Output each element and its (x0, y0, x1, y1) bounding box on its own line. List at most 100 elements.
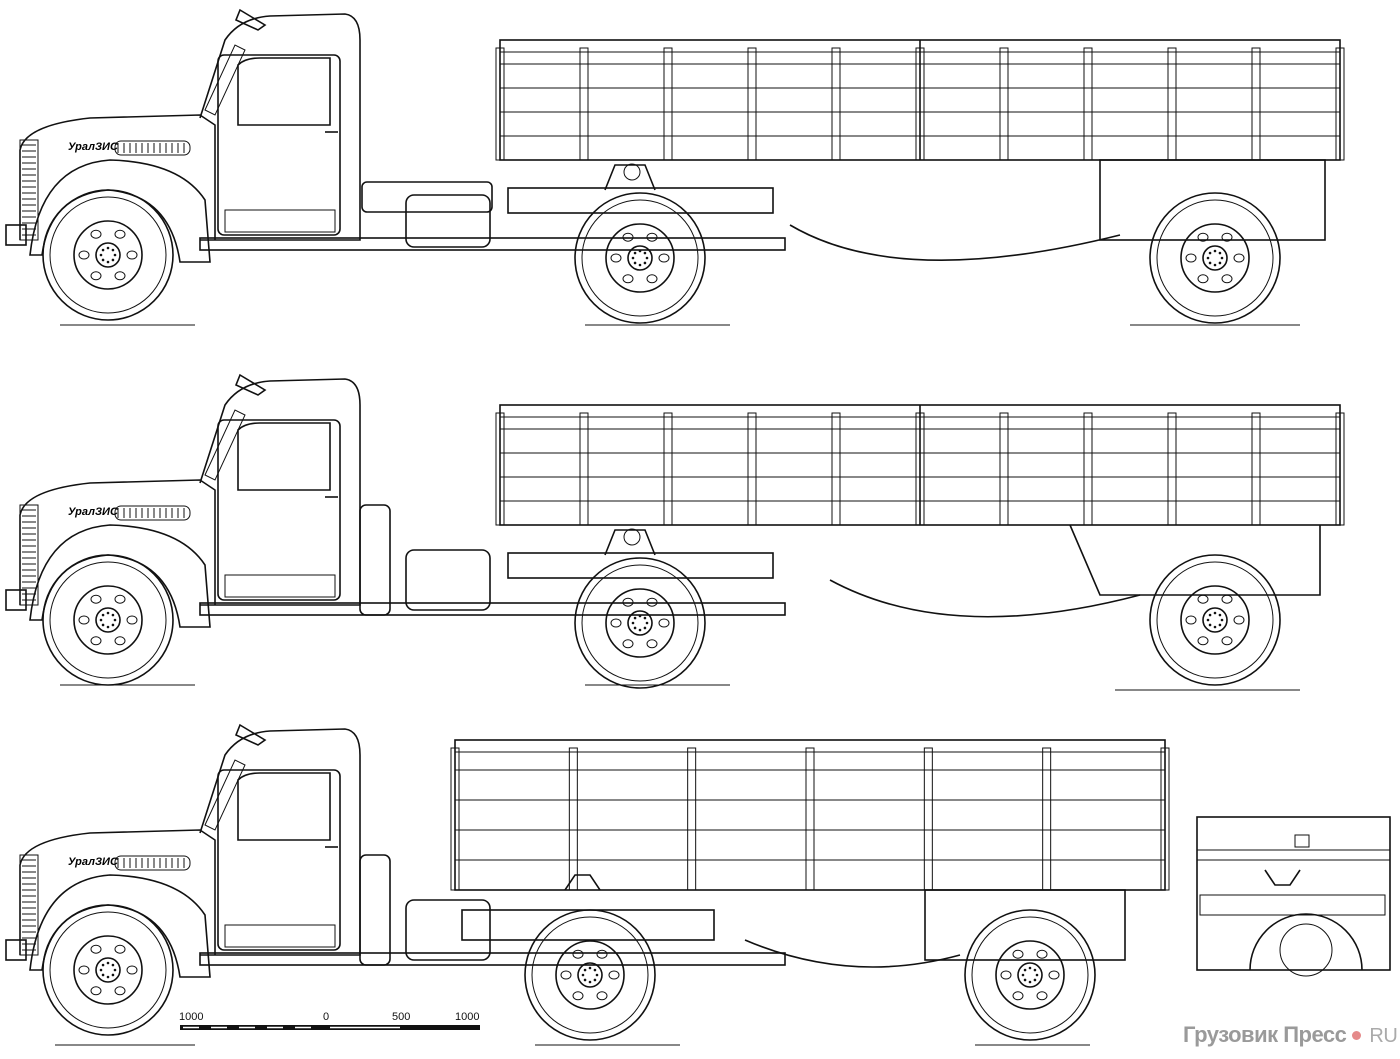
lug-nut (1208, 613, 1212, 617)
tire (42, 554, 174, 686)
front-fender (29, 524, 211, 628)
lug-nut (1220, 618, 1224, 622)
tire (1149, 192, 1281, 324)
lug-nut (106, 611, 110, 615)
rear-frame (507, 187, 774, 214)
lug-nut (633, 626, 637, 630)
lug-nut (638, 628, 642, 632)
stake-bracket (568, 747, 578, 891)
lug-nut (1206, 618, 1210, 622)
cab-mirror (234, 373, 267, 396)
rim-hole (126, 615, 138, 625)
stake-bracket (1083, 47, 1093, 161)
lug-nut (111, 973, 115, 977)
lug-nut (113, 253, 117, 257)
cab-mirror (234, 8, 267, 31)
lug-nut (643, 261, 647, 265)
chassis-frame (199, 237, 786, 251)
lug-nut (113, 968, 117, 972)
lug-nut (638, 614, 642, 618)
rim-hole (1036, 949, 1048, 959)
scale-label-1000-right: 1000 (455, 1011, 480, 1023)
inset-rim (1279, 923, 1333, 977)
stake-bracket (999, 412, 1009, 526)
tractor-trailer-view-2: УралЗИС (5, 373, 1345, 691)
watermark-dot (1352, 1031, 1362, 1040)
tire-inner (49, 196, 167, 314)
chassis-frame (199, 952, 786, 966)
stake-bracket (1335, 47, 1345, 161)
rim-hole (1185, 615, 1197, 625)
fuel-tank (405, 549, 491, 611)
lug-nut (1206, 256, 1210, 260)
stake-bracket (663, 412, 673, 526)
gas-generator (359, 504, 391, 616)
front-fender (29, 874, 211, 978)
lug-nut (1218, 623, 1222, 627)
lug-nut (645, 256, 649, 260)
door (217, 54, 341, 236)
scale-bar (180, 1025, 480, 1030)
hub (95, 242, 121, 268)
lug-nut (1023, 978, 1027, 982)
logo-text: УралЗИС (68, 141, 119, 153)
rim (555, 940, 625, 1010)
gas-generator (359, 854, 391, 966)
rim-hole (90, 271, 102, 281)
lug-nut (111, 613, 115, 617)
stake-bracket (495, 47, 505, 161)
rim (995, 940, 1065, 1010)
rim-hole (1197, 594, 1209, 604)
toolbox (361, 181, 493, 213)
tractor-cab: УралЗИС (5, 723, 786, 978)
inset-fifth-wheel (1264, 869, 1301, 886)
lug-nut (645, 621, 649, 625)
wheel (524, 909, 656, 1041)
lug-nut (1021, 973, 1025, 977)
cab-mirror (234, 723, 267, 746)
door (217, 769, 341, 951)
door (217, 419, 341, 601)
rim-hole (78, 965, 90, 975)
rim-hole (610, 253, 622, 263)
wheel (574, 192, 706, 324)
lug-nut (1208, 251, 1212, 255)
rim-hole (596, 991, 608, 1001)
stake-bracket (1251, 412, 1261, 526)
tire (574, 192, 706, 324)
rim-hole (622, 597, 634, 607)
stake-bracket (450, 747, 460, 891)
lug-nut (581, 973, 585, 977)
stake-bracket (579, 412, 589, 526)
front-fender (29, 159, 211, 263)
lug-nut (593, 978, 597, 982)
rim-hole (646, 274, 658, 284)
running-board (224, 574, 336, 598)
rear-frame (461, 909, 715, 941)
wheel (1149, 192, 1281, 324)
rim-hole (78, 250, 90, 260)
hub (1202, 607, 1228, 633)
lug-nut (101, 973, 105, 977)
lug-nut (101, 258, 105, 262)
inset-frame-rail (1199, 894, 1386, 916)
drawbar (829, 579, 1141, 618)
lug-nut (595, 973, 599, 977)
rim-hole (1221, 594, 1233, 604)
rim (1180, 585, 1250, 655)
rim (1180, 223, 1250, 293)
lug-nut (588, 966, 592, 970)
front-bumper (5, 224, 27, 246)
wheel (1149, 554, 1281, 686)
rim (73, 935, 143, 1005)
rim-hole (78, 615, 90, 625)
tire-inner (1156, 199, 1274, 317)
cab-body (199, 13, 361, 241)
king-pin (623, 163, 641, 181)
stake-bracket (999, 47, 1009, 161)
rim-hole (114, 636, 126, 646)
lug-nut (1028, 980, 1032, 984)
lug-nut (1028, 966, 1032, 970)
